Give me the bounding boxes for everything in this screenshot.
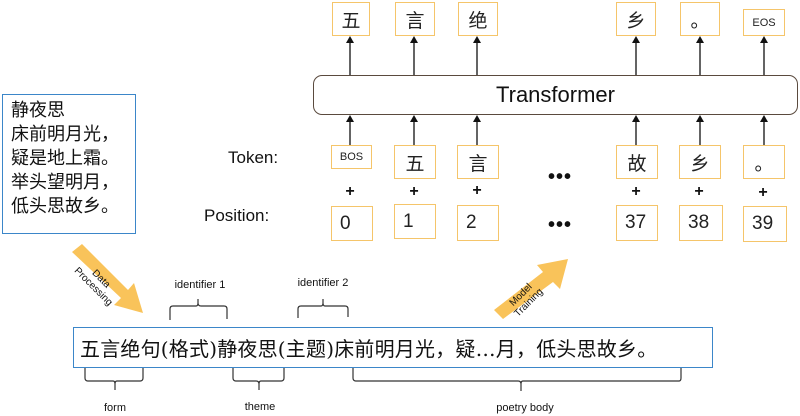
output-arrows bbox=[349, 39, 765, 75]
poem-line: 低头思故乡。 bbox=[11, 196, 119, 217]
output-token: 五 bbox=[332, 2, 370, 36]
position-box: 37 bbox=[616, 205, 658, 241]
input-token: 。 bbox=[743, 145, 785, 179]
arrowhead bbox=[632, 115, 640, 122]
identifier-2-label: identifier 2 bbox=[297, 277, 349, 289]
form-label: form bbox=[104, 402, 126, 414]
position-box: 1 bbox=[394, 204, 436, 239]
plus-sign: + bbox=[472, 182, 482, 199]
poem-title: 静夜思 bbox=[11, 100, 65, 121]
plus-sign: + bbox=[345, 183, 355, 200]
brace-identifier-1 bbox=[169, 299, 228, 320]
arrowhead bbox=[346, 115, 354, 122]
poem-line: 疑是地上霜。 bbox=[11, 148, 119, 169]
arrowhead bbox=[696, 36, 704, 43]
brace-identifier-2 bbox=[297, 299, 349, 318]
poem-box: 静夜思 床前明月光， 疑是地上霜。 举头望明月， 低头思故乡。 bbox=[2, 94, 136, 234]
arrowhead bbox=[410, 115, 418, 122]
transformer-block: Transformer bbox=[313, 75, 798, 115]
arrowhead bbox=[346, 36, 354, 43]
input-token: 乡 bbox=[679, 145, 721, 179]
position-ellipsis: ••• bbox=[548, 214, 573, 236]
arrowhead bbox=[760, 115, 768, 122]
position-box: 38 bbox=[679, 205, 723, 241]
brace-theme bbox=[232, 368, 285, 390]
poetry-body-label: poetry body bbox=[496, 402, 554, 414]
input-token: 故 bbox=[616, 145, 658, 179]
plus-sign: + bbox=[694, 183, 704, 200]
poem-line: 举头望明月， bbox=[11, 172, 119, 193]
input-token: 言 bbox=[457, 145, 499, 179]
plus-sign: + bbox=[409, 183, 419, 200]
input-token: 五 bbox=[394, 145, 436, 179]
arrowhead bbox=[632, 36, 640, 43]
token-ellipsis: ••• bbox=[548, 166, 573, 188]
brace-poetry-body bbox=[352, 368, 682, 391]
token-label: Token: bbox=[228, 148, 279, 167]
input-token-bos: BOS bbox=[331, 145, 372, 169]
input-arrows bbox=[349, 118, 765, 145]
plus-sign: + bbox=[758, 184, 768, 201]
arrowhead bbox=[410, 36, 418, 43]
arrowhead bbox=[760, 36, 768, 43]
arrowhead bbox=[696, 115, 704, 122]
position-box: 0 bbox=[331, 206, 373, 241]
output-token: 言 bbox=[395, 2, 435, 36]
arrowhead bbox=[473, 36, 481, 43]
position-box: 39 bbox=[743, 206, 787, 242]
identifier-1-label: identifier 1 bbox=[174, 279, 226, 291]
data-processing-arrow bbox=[72, 244, 143, 313]
position-label: Position: bbox=[204, 206, 270, 225]
output-token: 。 bbox=[680, 2, 720, 36]
output-token: 绝 bbox=[458, 2, 498, 36]
poem-line: 床前明月光， bbox=[11, 124, 119, 145]
training-sequence: 五言绝句(格式)静夜思(主题)床前明月光，疑…月，低头思故乡。 bbox=[73, 327, 713, 368]
arrowhead bbox=[473, 115, 481, 122]
plus-sign: + bbox=[631, 183, 641, 200]
brace-form bbox=[84, 368, 144, 390]
theme-label: theme bbox=[244, 401, 276, 413]
position-box: 2 bbox=[457, 205, 499, 241]
output-token: 乡 bbox=[616, 2, 656, 36]
output-token-eos: EOS bbox=[743, 9, 785, 36]
model-training-arrow bbox=[494, 259, 568, 319]
